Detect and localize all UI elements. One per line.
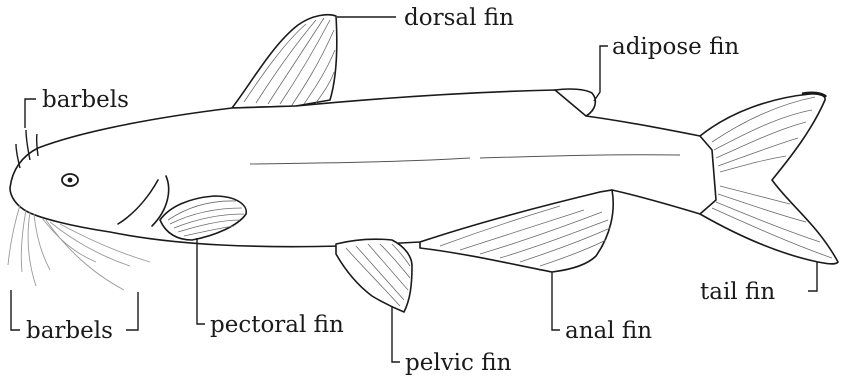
label-adipose-fin: adipose fin — [612, 34, 739, 60]
label-anal-fin: anal fin — [565, 318, 652, 344]
tail-fin-leader — [808, 262, 817, 291]
adipose-fin-leader — [594, 46, 608, 101]
anal-fin-leader — [552, 272, 560, 330]
barbels-bottom-leader-left — [11, 290, 20, 330]
pelvic-fin-leader — [392, 306, 400, 362]
pectoral-fin-leader — [197, 238, 205, 324]
barbels-top-leader — [25, 99, 36, 128]
label-dorsal-fin: dorsal fin — [404, 5, 514, 31]
label-pelvic-fin: pelvic fin — [405, 350, 512, 376]
tail-fin-shape — [700, 93, 838, 264]
dorsal-fin-shape — [232, 15, 337, 108]
label-barbels-top: barbels — [42, 87, 129, 113]
label-barbels-bottom: barbels — [26, 318, 113, 344]
barbels-bottom-leader-right — [126, 292, 138, 330]
label-tail-fin: tail fin — [700, 279, 775, 305]
label-pectoral-fin: pectoral fin — [210, 312, 344, 338]
pelvic-fin-shape — [336, 239, 412, 312]
eye — [62, 174, 78, 186]
